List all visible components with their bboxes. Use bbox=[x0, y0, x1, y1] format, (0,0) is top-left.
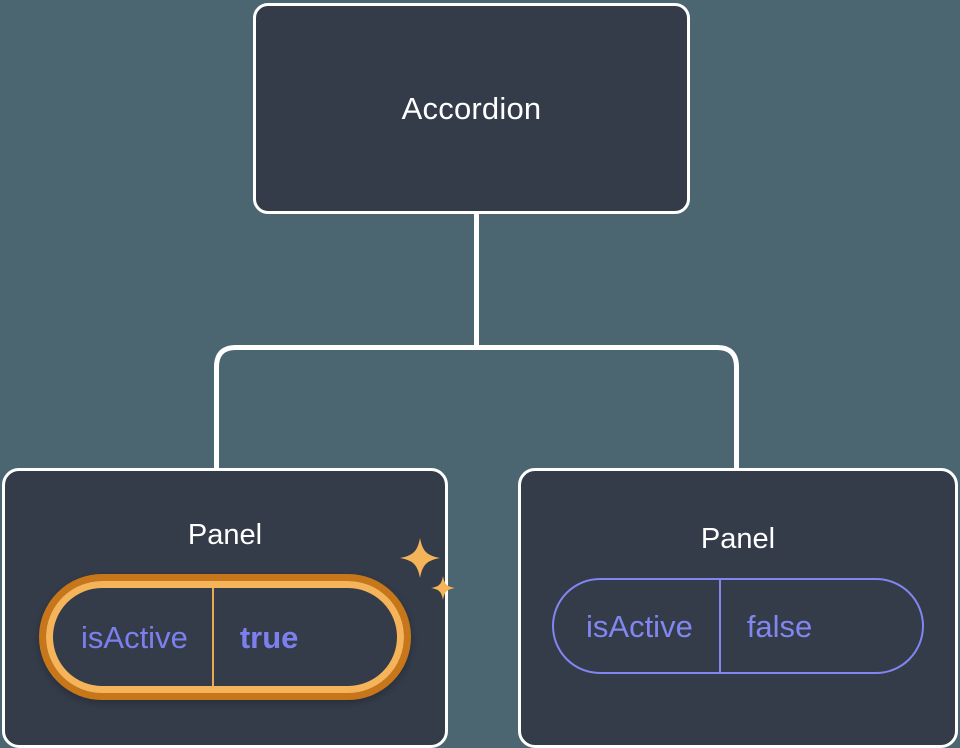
node-accordion[interactable]: Accordion bbox=[253, 3, 690, 214]
node-panel-active-title: Panel bbox=[187, 519, 263, 551]
prop-value: false bbox=[718, 580, 844, 672]
prop-pill-isactive-true[interactable]: isActive true bbox=[39, 574, 411, 700]
node-panel-inactive-title: Panel bbox=[700, 523, 776, 555]
node-panel-active[interactable]: Panel isActive true bbox=[2, 468, 455, 748]
node-panel-inactive[interactable]: Panel isActive false bbox=[518, 468, 958, 748]
sparkle-large-icon bbox=[400, 538, 440, 578]
connector-branch-bar bbox=[214, 345, 739, 471]
node-accordion-title: Accordion bbox=[401, 91, 542, 126]
prop-value: true bbox=[211, 588, 329, 686]
sparkles-group bbox=[400, 538, 455, 600]
sparkle-small-icon bbox=[431, 576, 455, 600]
prop-key: isActive bbox=[81, 619, 188, 655]
prop-pill-isactive-false[interactable]: isActive false bbox=[552, 578, 924, 674]
prop-pill-inactive-wrap: isActive false bbox=[552, 578, 924, 674]
prop-pill-inner: isActive true bbox=[46, 581, 404, 693]
prop-key: isActive bbox=[586, 608, 693, 644]
prop-pill-active-wrap: isActive true bbox=[39, 538, 455, 700]
